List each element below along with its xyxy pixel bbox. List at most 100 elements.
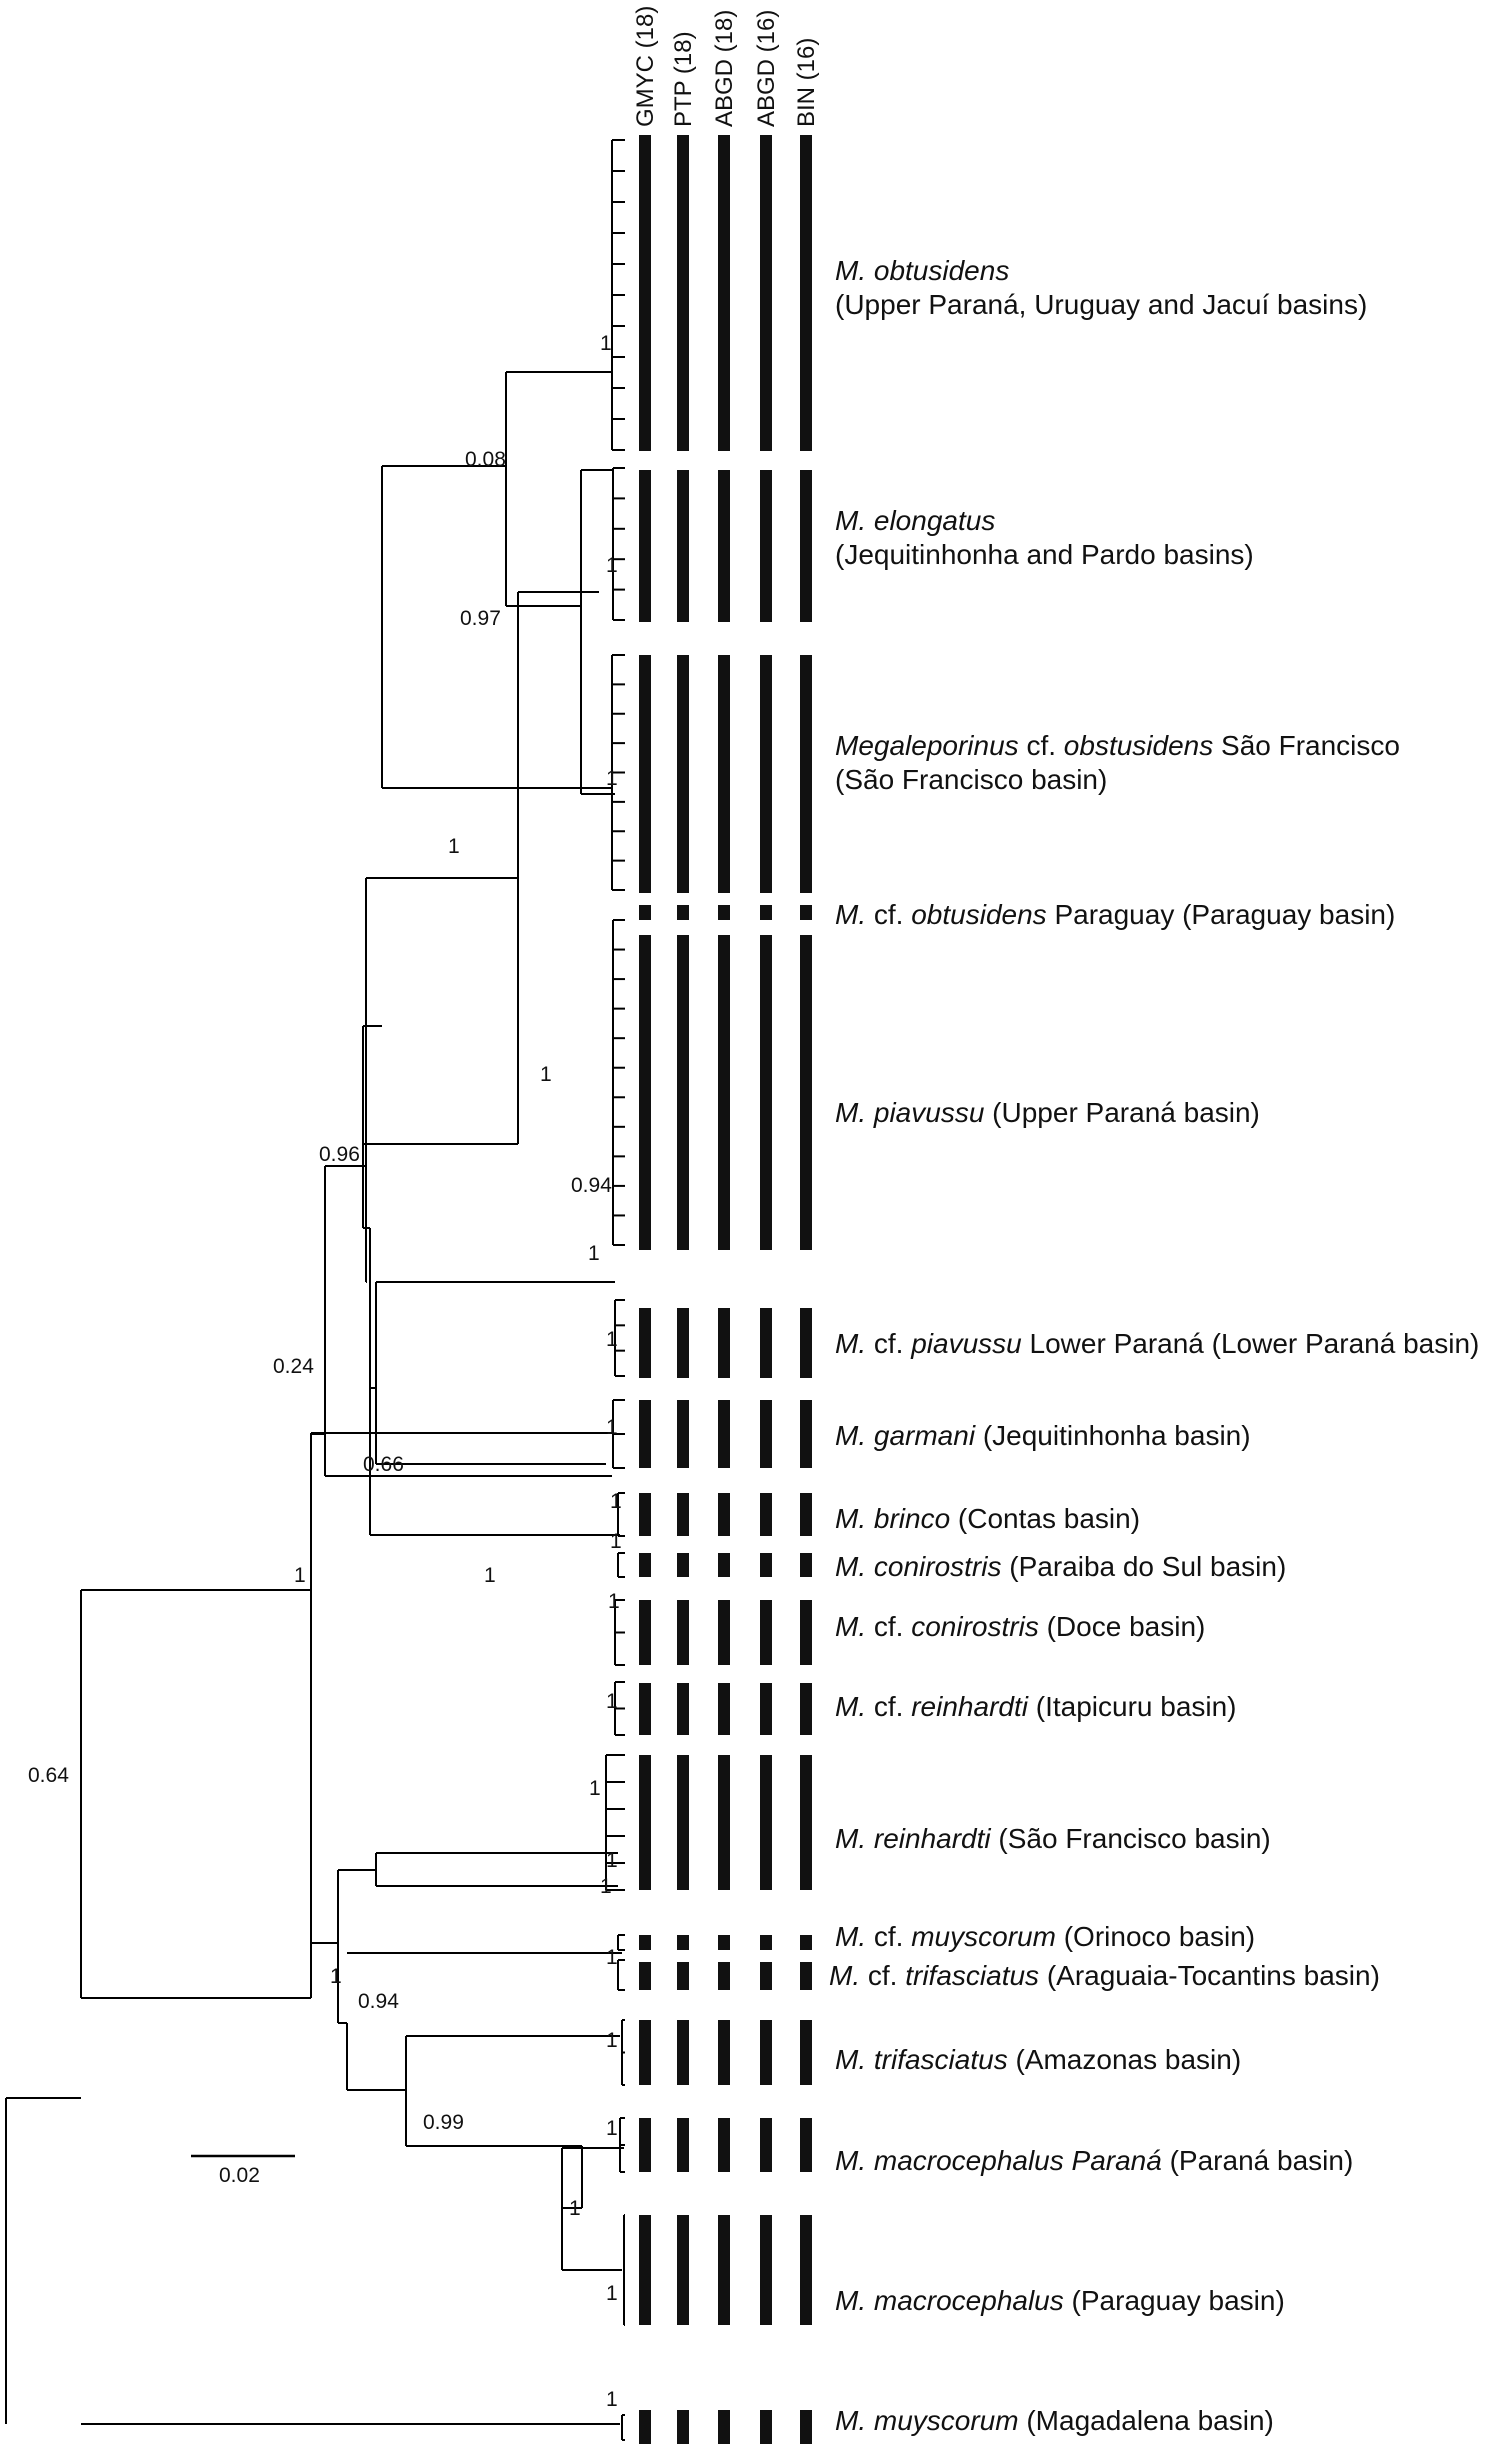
support-value: 1 [448, 835, 460, 858]
delimitation-bar [718, 1553, 730, 1577]
clade-label: M. piavussu (Upper Paraná basin) [835, 1097, 1260, 1128]
delimitation-bar [760, 1935, 772, 1950]
delimitation-bar [677, 1755, 689, 1890]
delimitation-bar [677, 470, 689, 622]
delimitation-bar [760, 655, 772, 893]
delimitation-bar [760, 1962, 772, 1990]
column-header: PTP (18) [670, 31, 697, 127]
delimitation-bar [718, 1962, 730, 1990]
delimitation-bar [639, 655, 651, 893]
delimitation-bar [760, 1308, 772, 1378]
clade-label: M. cf. piavussu Lower Paraná (Lower Para… [835, 1328, 1479, 1359]
delimitation-bar [639, 1755, 651, 1890]
delimitation-bar [800, 2020, 812, 2085]
delimitation-bar [760, 135, 772, 451]
delimitation-bar [639, 135, 651, 451]
clade-label: M. garmani (Jequitinhonha basin) [835, 1420, 1251, 1451]
clade-label-detail: (São Francisco basin) [835, 764, 1107, 795]
delimitation-bar [718, 1600, 730, 1665]
delimitation-bar [639, 1553, 651, 1577]
support-value: 0.94 [358, 1990, 399, 2013]
clade-label: M. obtusidens [835, 255, 1009, 286]
support-value: 1 [606, 1690, 618, 1713]
clade-label: M. muyscorum (Magadalena basin) [835, 2405, 1274, 2436]
delimitation-bar [800, 1493, 812, 1536]
column-header: ABGD (18) [711, 10, 738, 127]
delimitation-bar [718, 1493, 730, 1536]
delimitation-bar [639, 905, 651, 920]
delimitation-bar [718, 2118, 730, 2172]
delimitation-bar [677, 1553, 689, 1577]
delimitation-bar [677, 655, 689, 893]
delimitation-bar [760, 1683, 772, 1735]
clade-label: M. cf. muyscorum (Orinoco basin) [835, 1921, 1255, 1952]
tree-branches [5, 371, 624, 2425]
support-value: 1 [606, 2029, 618, 2052]
support-value: 1 [569, 2197, 581, 2220]
delimitation-bar [677, 1308, 689, 1378]
delimitation-bar [718, 905, 730, 920]
clade-label: M. cf. trifasciatus (Araguaia-Tocantins … [829, 1960, 1380, 1991]
delimitation-bar [677, 135, 689, 451]
delimitation-bar [800, 935, 812, 1250]
support-value: 0.94 [571, 1174, 612, 1197]
delimitation-bar [639, 935, 651, 1250]
delimitation-bars [639, 135, 812, 2444]
clade-label: M. trifasciatus (Amazonas basin) [835, 2044, 1241, 2075]
scale-bar-label: 0.02 [219, 2164, 260, 2187]
delimitation-bar [677, 1400, 689, 1468]
delimitation-bar [718, 2410, 730, 2444]
support-value: 1 [610, 1490, 622, 1513]
column-header: ABGD (16) [753, 10, 780, 127]
column-header: GMYC (18) [632, 6, 659, 127]
support-value: 0.64 [28, 1764, 69, 1787]
delimitation-bar [800, 1935, 812, 1950]
delimitation-bar [760, 470, 772, 622]
clade-label-detail: (Jequitinhonha and Pardo basins) [835, 539, 1254, 570]
delimitation-bar [677, 1600, 689, 1665]
delimitation-bar [639, 1493, 651, 1536]
delimitation-bar [718, 470, 730, 622]
delimitation-bar [800, 2410, 812, 2444]
tip-branches [605, 139, 625, 2441]
delimitation-bar [639, 1600, 651, 1665]
delimitation-bar [800, 1553, 812, 1577]
delimitation-bar [760, 2215, 772, 2325]
delimitation-bar [800, 1600, 812, 1665]
support-value: 1 [606, 1946, 618, 1969]
delimitation-bar [718, 935, 730, 1250]
clade-label: M. cf. obtusidens Paraguay (Paraguay bas… [835, 899, 1395, 930]
delimitation-bar [800, 135, 812, 451]
delimitation-bar [677, 1493, 689, 1536]
delimitation-bar [718, 2020, 730, 2085]
clade-label: M. cf. conirostris (Doce basin) [835, 1611, 1205, 1642]
clade-label: M. conirostris (Paraiba do Sul basin) [835, 1551, 1286, 1582]
column-header: BIN (16) [793, 38, 820, 127]
delimitation-bar [718, 2215, 730, 2325]
delimitation-bar [639, 2118, 651, 2172]
support-value: 0.97 [460, 607, 501, 630]
support-value: 1 [610, 1530, 622, 1553]
delimitation-bar [639, 470, 651, 622]
clade-label-detail: (Upper Paraná, Uruguay and Jacuí basins) [835, 289, 1367, 320]
delimitation-bar [639, 1962, 651, 1990]
support-value: 1 [330, 1965, 342, 1988]
support-value: 0.24 [273, 1355, 314, 1378]
delimitation-bar [800, 905, 812, 920]
delimitation-bar [800, 470, 812, 622]
delimitation-bar [760, 905, 772, 920]
support-value: 1 [600, 332, 612, 355]
support-value: 1 [588, 1242, 600, 1265]
support-value: 1 [484, 1564, 496, 1587]
delimitation-bar [760, 1400, 772, 1468]
clade-label: M. elongatus [835, 505, 995, 536]
support-value: 0.08 [465, 448, 506, 471]
support-value: 1 [606, 767, 618, 790]
delimitation-bar [800, 1962, 812, 1990]
clade-label: Megaleporinus cf. obstusidens São Franci… [835, 730, 1400, 761]
delimitation-bar [639, 1400, 651, 1468]
delimitation-bar [800, 655, 812, 893]
support-value: 0.99 [423, 2111, 464, 2134]
